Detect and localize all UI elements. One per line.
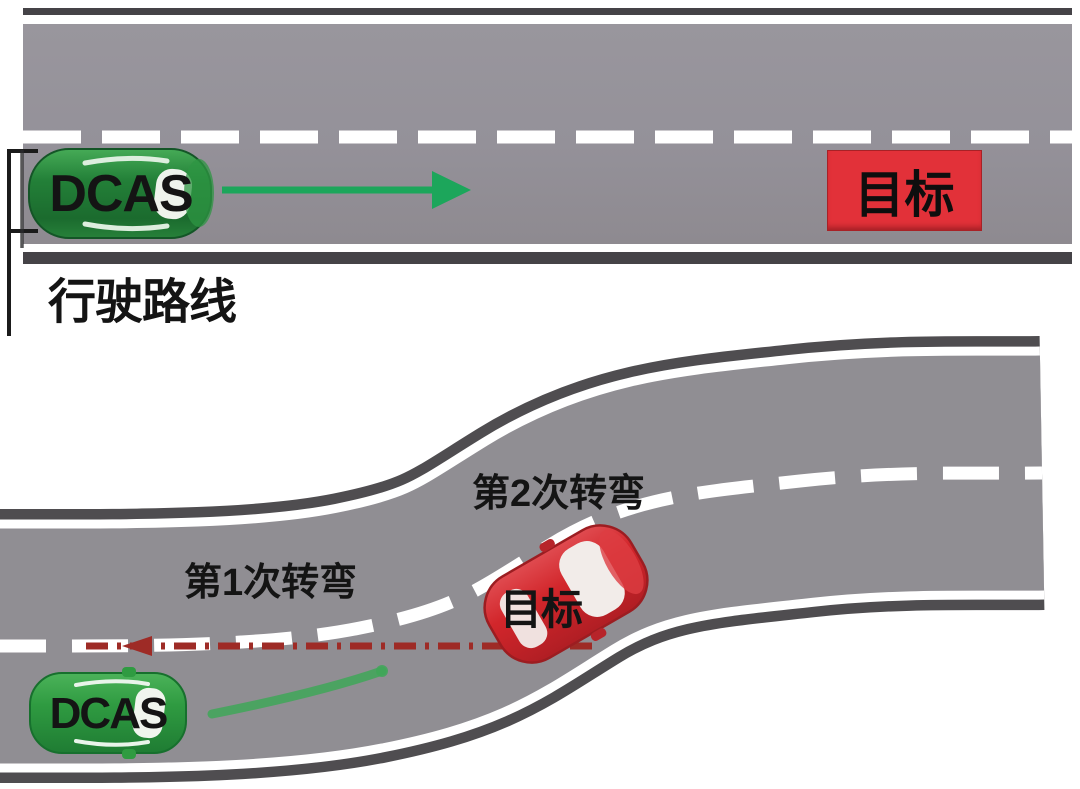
- dcas-vehicle-bottom: [29, 667, 187, 759]
- dcas-vehicle-bottom-label: DCAS: [49, 689, 169, 738]
- target-vehicle-mirror-right: [590, 628, 607, 642]
- red-line-left-arrowhead: [122, 636, 152, 656]
- dcas-top-hood: [184, 159, 214, 227]
- dcas-bottom-windshield: [132, 687, 166, 739]
- target-vehicle-label: 目标: [500, 586, 583, 633]
- dcas-trajectory-swoosh-tip: [376, 665, 388, 677]
- dcas-vehicle-top: [28, 148, 214, 239]
- route-label: 行驶路线: [48, 276, 237, 329]
- direction-arrow: [222, 171, 471, 209]
- direction-arrow-head: [432, 171, 471, 209]
- dcas-bottom-mirror-top: [122, 667, 136, 677]
- dcas-bottom-roofline-front: [74, 679, 150, 687]
- target-vehicle-rear-window: [499, 588, 548, 649]
- curved-road-figure: [0, 336, 1045, 784]
- dcas-top-roofline-front: [82, 155, 170, 166]
- dcas-vehicle-top-label: DCAS: [49, 165, 193, 223]
- turn2-label: 第2次转弯: [472, 473, 646, 515]
- turn1-label: 第1次转弯: [184, 562, 358, 604]
- dcas-bottom-roofline-rear: [74, 739, 150, 747]
- target-vehicle: [483, 524, 649, 664]
- top-road-upper-border: [23, 8, 1072, 15]
- target-box-label: 目标: [827, 150, 982, 231]
- dcas-top-roofline-rear: [82, 221, 170, 232]
- target-vehicle-mirror-left: [539, 538, 555, 552]
- dcas-top-windshield: [153, 168, 193, 220]
- target-vehicle-hood: [599, 529, 644, 595]
- dcas-bottom-mirror-bottom: [122, 749, 136, 759]
- dcas-trajectory-swoosh: [207, 666, 387, 719]
- top-road-lower-border: [23, 252, 1072, 264]
